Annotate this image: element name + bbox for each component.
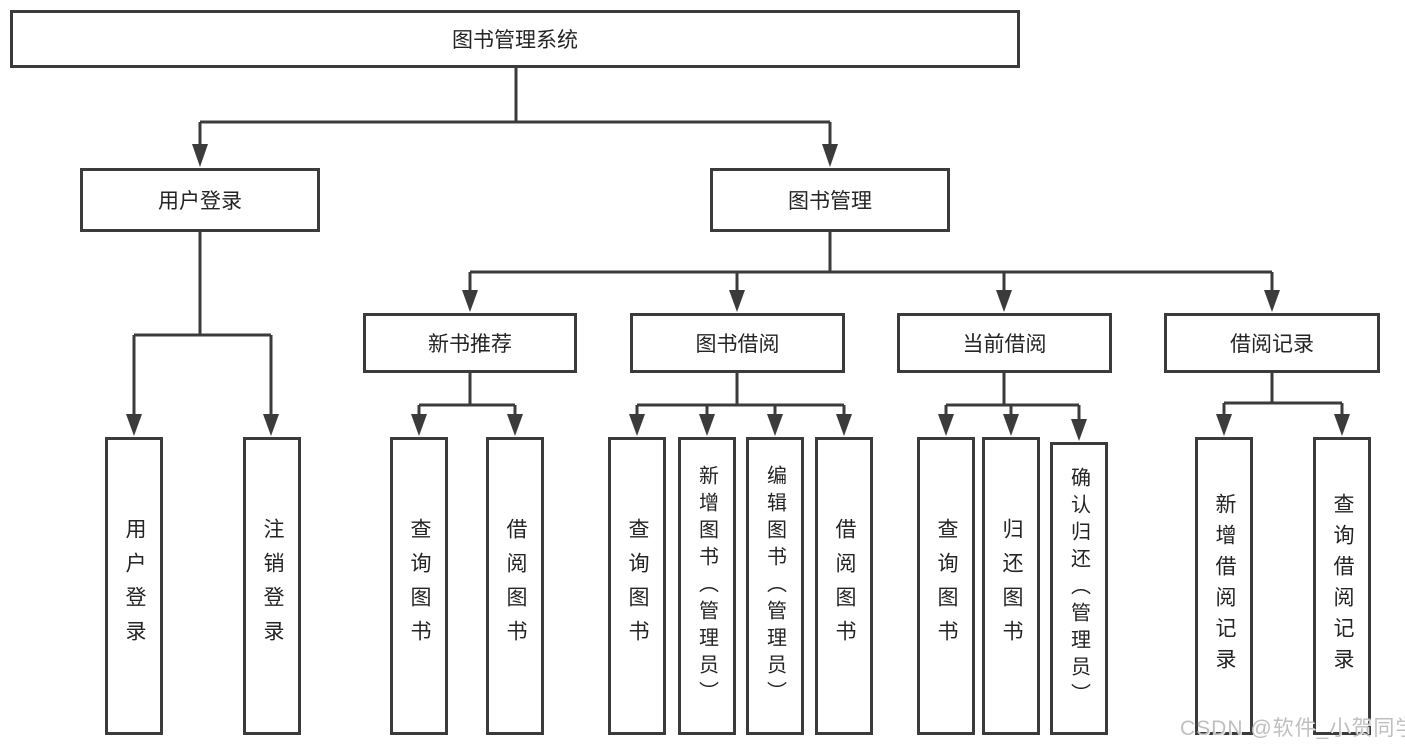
leaf-borrowing-borrow-books: 借阅图书 — [815, 437, 873, 735]
node-label: 编辑图书（管理员） — [763, 464, 786, 708]
leaf-current-query-books: 查询图书 — [917, 437, 975, 735]
node-label: 新书推荐 — [428, 333, 512, 356]
node-label: 借阅图书 — [504, 518, 527, 654]
node-book-management: 图书管理 — [710, 168, 950, 232]
node-current-borrowing: 当前借阅 — [897, 313, 1112, 373]
node-new-book-recommendation: 新书推荐 — [363, 313, 577, 373]
leaf-newbook-borrow-books: 借阅图书 — [486, 437, 544, 735]
node-label: 新增借阅记录 — [1213, 493, 1236, 679]
leaf-current-return-books: 归还图书 — [982, 437, 1040, 735]
leaf-borrowing-edit-books-admin: 编辑图书（管理员） — [746, 437, 804, 735]
node-label: 借阅记录 — [1230, 333, 1314, 356]
node-label: 查询图书 — [935, 518, 958, 654]
node-label: 图书管理系统 — [452, 29, 578, 52]
leaf-records-add-borrow-record: 新增借阅记录 — [1195, 437, 1253, 735]
arrowheads — [126, 144, 1350, 441]
node-borrowing-records: 借阅记录 — [1164, 313, 1380, 373]
node-label: 查询图书 — [626, 518, 649, 654]
csdn-watermark: CSDN @软件_小贺同学 — [1180, 717, 1405, 740]
leaf-logout: 注销登录 — [243, 437, 301, 735]
node-book-borrowing: 图书借阅 — [630, 313, 845, 373]
node-label: 借阅图书 — [833, 518, 856, 654]
node-label: 图书借阅 — [695, 333, 780, 356]
leaf-current-confirm-return-admin: 确认归还（管理员） — [1050, 442, 1108, 735]
leaf-newbook-query-books: 查询图书 — [390, 437, 448, 735]
node-library-management-system: 图书管理系统 — [10, 10, 1020, 68]
node-label: 查询图书 — [408, 518, 431, 654]
node-label: 当前借阅 — [962, 333, 1047, 356]
node-label: 用户登录 — [158, 190, 242, 213]
node-label: 图书管理 — [788, 190, 872, 213]
node-label: 确认归还（管理员） — [1067, 467, 1090, 710]
node-label: 新增图书（管理员） — [695, 464, 718, 708]
node-label: 用户登录 — [123, 518, 146, 654]
leaf-borrowing-query-books: 查询图书 — [608, 437, 666, 735]
leaf-borrowing-add-books-admin: 新增图书（管理员） — [678, 437, 736, 735]
node-label: 注销登录 — [261, 518, 284, 654]
node-label: 查询借阅记录 — [1331, 493, 1354, 679]
node-user-login: 用户登录 — [80, 168, 320, 232]
node-label: 归还图书 — [1000, 518, 1023, 654]
leaf-records-query-borrow-record: 查询借阅记录 — [1313, 437, 1371, 735]
leaf-user-login: 用户登录 — [105, 437, 163, 735]
